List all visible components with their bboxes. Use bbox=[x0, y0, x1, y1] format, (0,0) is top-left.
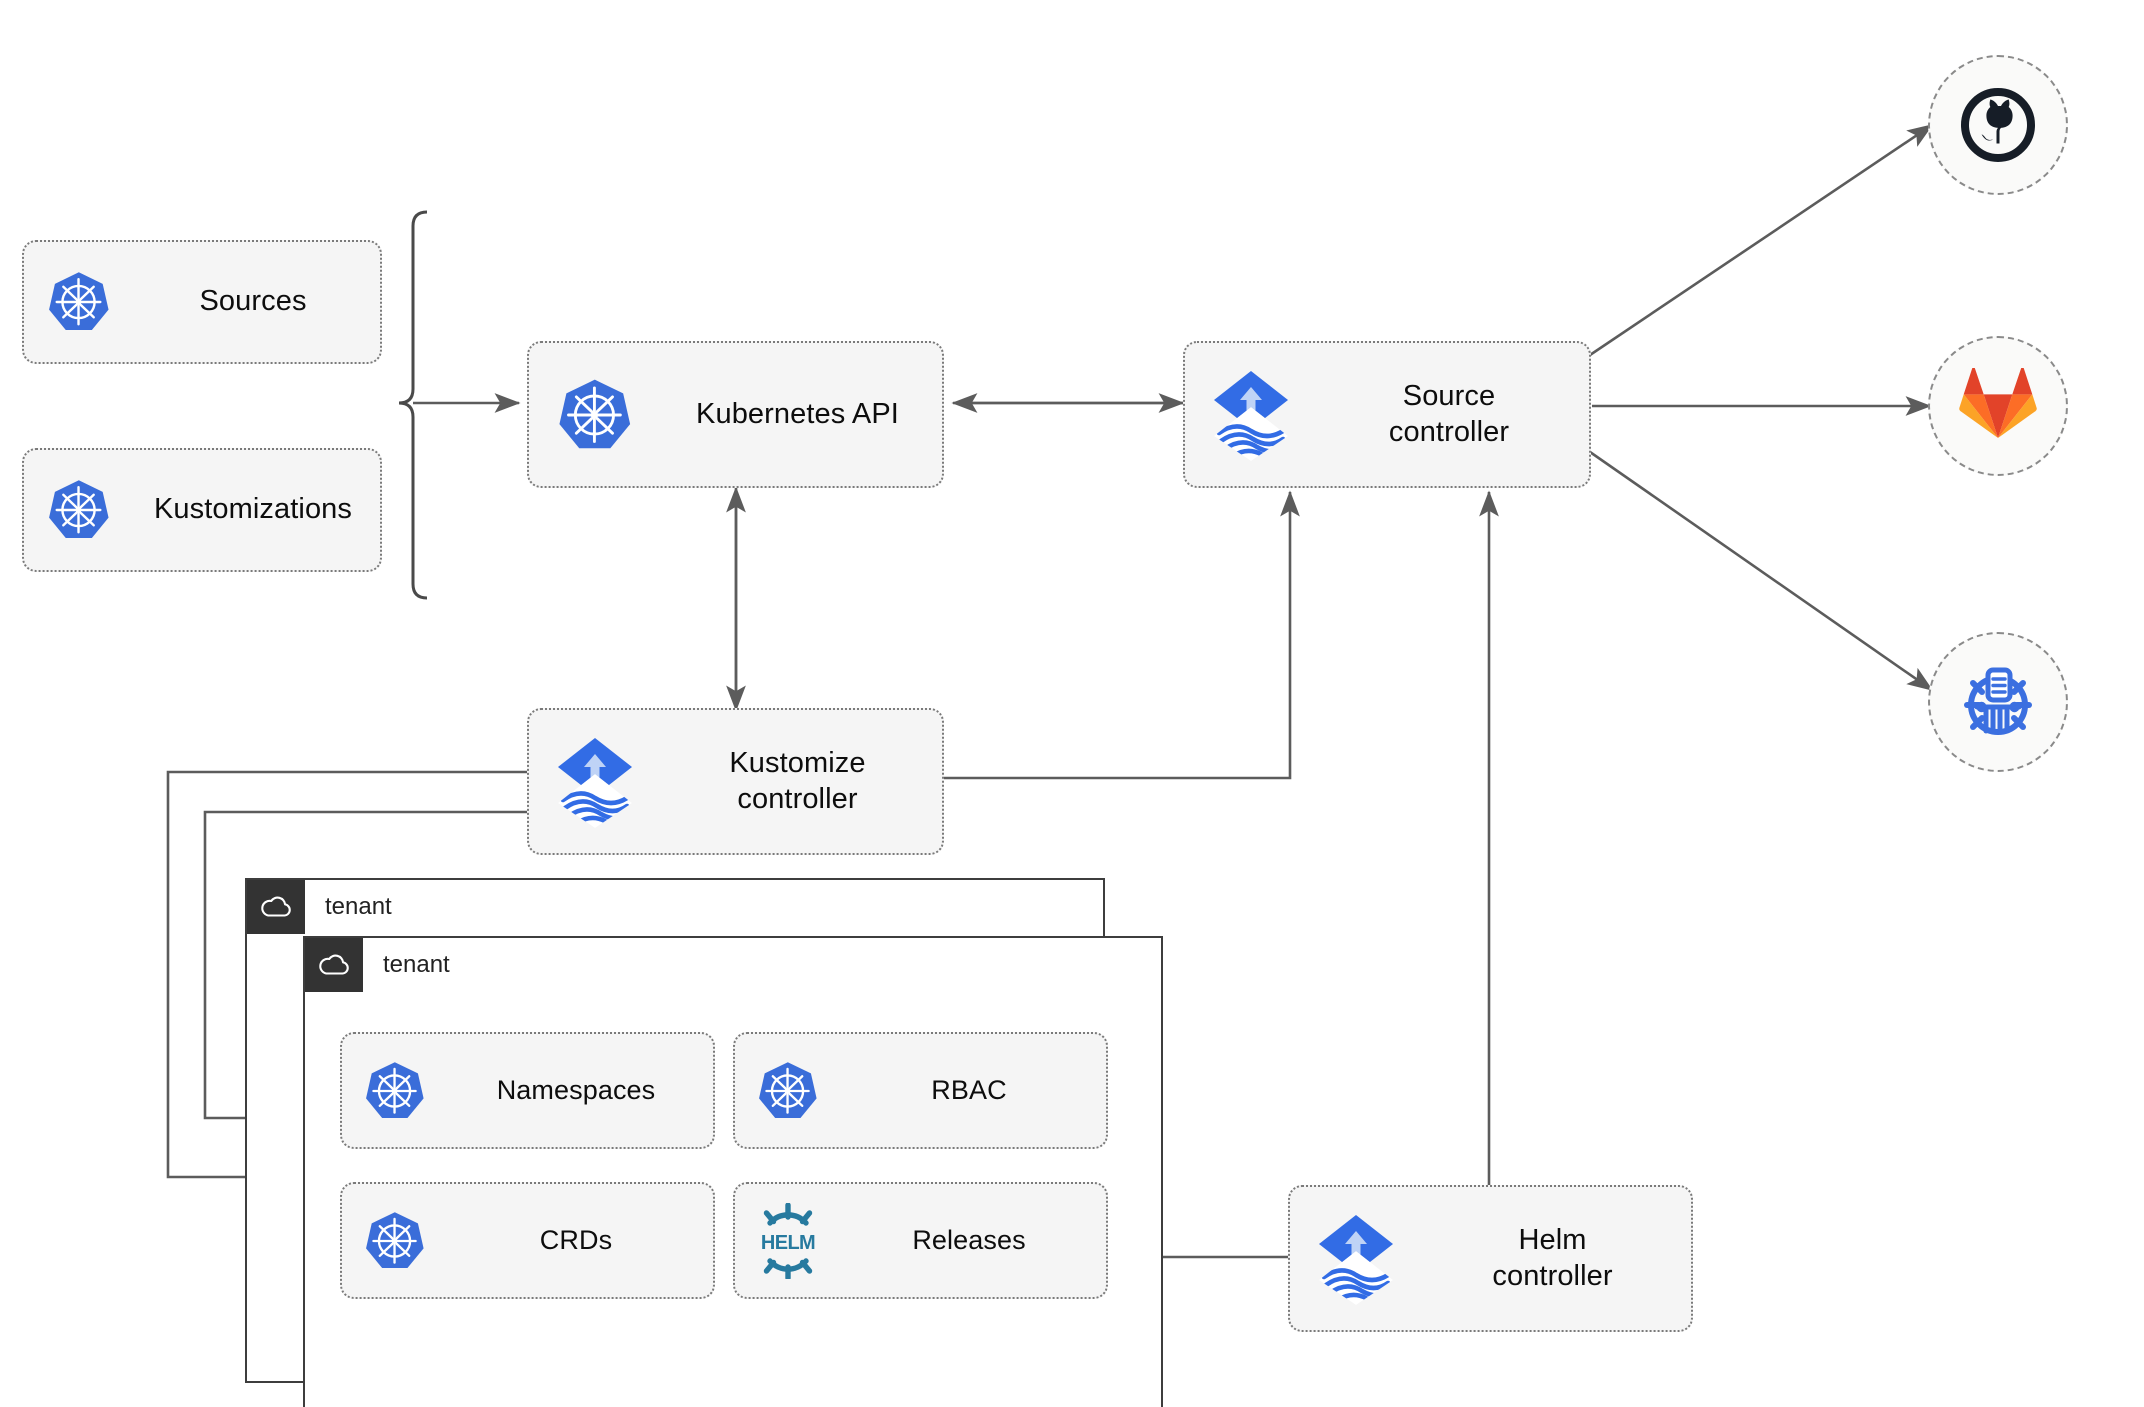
group-brace bbox=[398, 210, 428, 600]
github-icon bbox=[1961, 88, 2035, 162]
node-sources[interactable]: Sources bbox=[22, 240, 382, 364]
node-helm-controller[interactable]: Helm controller bbox=[1288, 1185, 1693, 1332]
tenant-label: tenant bbox=[383, 951, 450, 978]
tenant-frame-inner[interactable]: tenant bbox=[303, 936, 1163, 1407]
node-label: Helm controller bbox=[1492, 1224, 1613, 1292]
node-kubernetes-api[interactable]: Kubernetes API bbox=[527, 341, 944, 488]
kubernetes-icon bbox=[529, 377, 661, 453]
tenant-title-bar: tenant bbox=[247, 880, 392, 934]
provider-github[interactable] bbox=[1928, 55, 2068, 195]
kubernetes-icon bbox=[342, 1060, 447, 1122]
kubernetes-icon bbox=[735, 1060, 840, 1122]
node-label: Kustomizations bbox=[153, 493, 353, 526]
node-namespaces[interactable]: Namespaces bbox=[340, 1032, 715, 1149]
node-label: CRDs bbox=[539, 1225, 613, 1256]
provider-chartmuseum[interactable] bbox=[1928, 632, 2068, 772]
flux-icon bbox=[529, 734, 661, 830]
edge-source-ctrl-to-chartmuseum bbox=[1589, 450, 1934, 692]
kubernetes-icon bbox=[24, 478, 134, 542]
node-rbac[interactable]: RBAC bbox=[733, 1032, 1108, 1149]
provider-gitlab[interactable] bbox=[1928, 336, 2068, 476]
kubernetes-icon bbox=[24, 270, 134, 334]
node-kustomize-controller[interactable]: Kustomize controller bbox=[527, 708, 944, 855]
node-label: Kustomize controller bbox=[729, 747, 866, 815]
flux-icon bbox=[1185, 367, 1317, 463]
node-releases[interactable]: HELM Releases bbox=[733, 1182, 1108, 1299]
edge-source-ctrl-to-github bbox=[1589, 123, 1934, 357]
chartmuseum-icon bbox=[1964, 667, 2032, 735]
node-label: Kubernetes API bbox=[696, 397, 899, 430]
node-label: Releases bbox=[912, 1225, 1026, 1256]
helm-icon: HELM bbox=[735, 1202, 840, 1279]
gitlab-icon bbox=[1959, 368, 2037, 438]
kubernetes-icon bbox=[342, 1210, 447, 1272]
node-label: Source controller bbox=[1388, 380, 1510, 448]
cloud-icon bbox=[305, 938, 363, 992]
edge-kustomize-ctrl-to-tenant-1 bbox=[166, 770, 528, 1187]
node-kustomizations[interactable]: Kustomizations bbox=[22, 448, 382, 572]
svg-text:HELM: HELM bbox=[760, 1232, 814, 1254]
flux-icon bbox=[1290, 1211, 1422, 1307]
tenant-title-bar: tenant bbox=[305, 938, 450, 992]
cloud-icon bbox=[247, 880, 305, 934]
node-label: Sources bbox=[199, 285, 307, 318]
tenant-label: tenant bbox=[325, 893, 392, 920]
node-label: Namespaces bbox=[496, 1075, 656, 1106]
node-label: RBAC bbox=[931, 1075, 1007, 1106]
node-source-controller[interactable]: Source controller bbox=[1183, 341, 1591, 488]
node-crds[interactable]: CRDs bbox=[340, 1182, 715, 1299]
edge-kustomize-ctrl-to-source-ctrl bbox=[944, 490, 1300, 780]
